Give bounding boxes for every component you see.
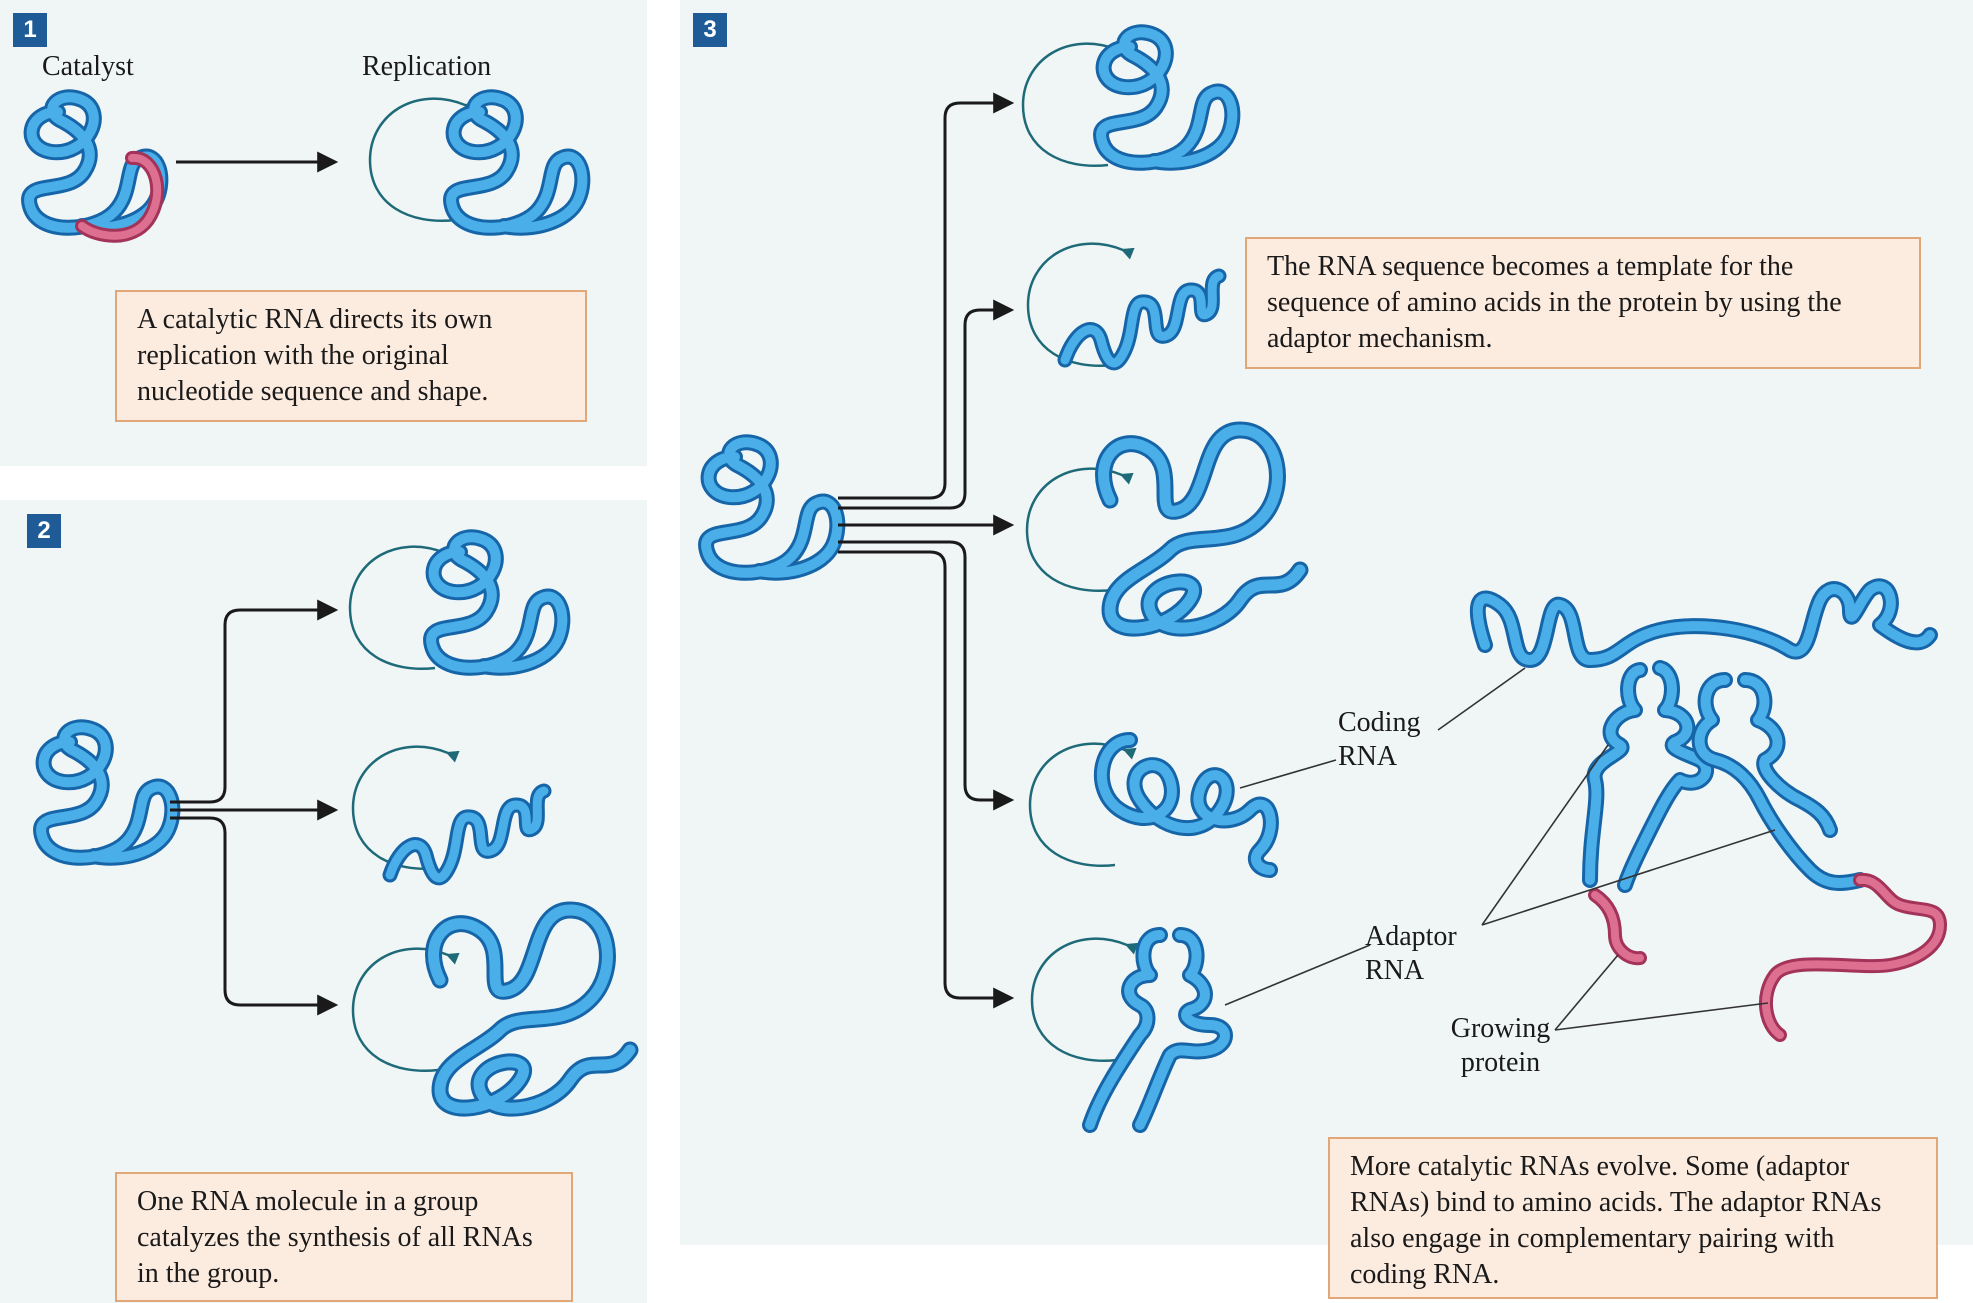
panel-3-rna-3	[1104, 430, 1300, 628]
panel-1-replicated-rna	[451, 97, 582, 227]
panel-2	[0, 500, 647, 1303]
panel-2-note: One RNA molecule in a group catalyzes th…	[115, 1172, 573, 1302]
panel-1-catalyst-rna	[29, 97, 160, 243]
panel-2-source-rna	[41, 727, 172, 857]
panel-1-note: A catalytic RNA directs its own replicat…	[115, 290, 587, 422]
catalyst-label: Catalyst	[42, 51, 134, 82]
growing-protein-1	[1588, 888, 1647, 966]
coding-rna-label: Coding RNA	[1338, 707, 1421, 772]
panel-3-badge: 3	[693, 13, 727, 47]
growing-protein-2	[1758, 873, 1948, 1042]
label-leader-lines	[1224, 667, 1776, 1031]
panel-3-coding-rna	[1102, 740, 1271, 870]
panel-3-branch-arrows	[838, 92, 1015, 1009]
panel-2-branch-arrows	[170, 599, 339, 1016]
panel-3	[680, 0, 1973, 1245]
adaptor-rna-label: Adaptor RNA	[1365, 921, 1457, 986]
panel-2-rna-1	[431, 537, 562, 667]
panel-2-rna-3	[434, 910, 630, 1108]
complex-coding-rna-strand	[1469, 578, 1938, 668]
panel-3-adaptor-rna	[1090, 935, 1225, 1125]
panel-1-badge: 1	[13, 13, 47, 47]
panel-3-arc-5	[1032, 939, 1127, 1061]
complex-adaptor-rna-1	[1582, 660, 1714, 893]
panel-3-source-rna	[706, 442, 837, 572]
panel-2-rna-2	[390, 791, 544, 878]
complex-adaptor-rna-2	[1691, 672, 1868, 891]
panel-3-rna-2-wavy	[1065, 276, 1219, 363]
replication-label: Replication	[362, 51, 492, 82]
panel-3-bottom-note: More catalytic RNAs evolve. Some (adapto…	[1328, 1137, 1938, 1299]
panel-3-template-note: The RNA sequence becomes a template for …	[1245, 237, 1921, 369]
panel-2-badge: 2	[27, 514, 61, 548]
panel-3-rna-1	[1101, 32, 1232, 162]
growing-protein-label: Growing protein	[1450, 1013, 1551, 1078]
